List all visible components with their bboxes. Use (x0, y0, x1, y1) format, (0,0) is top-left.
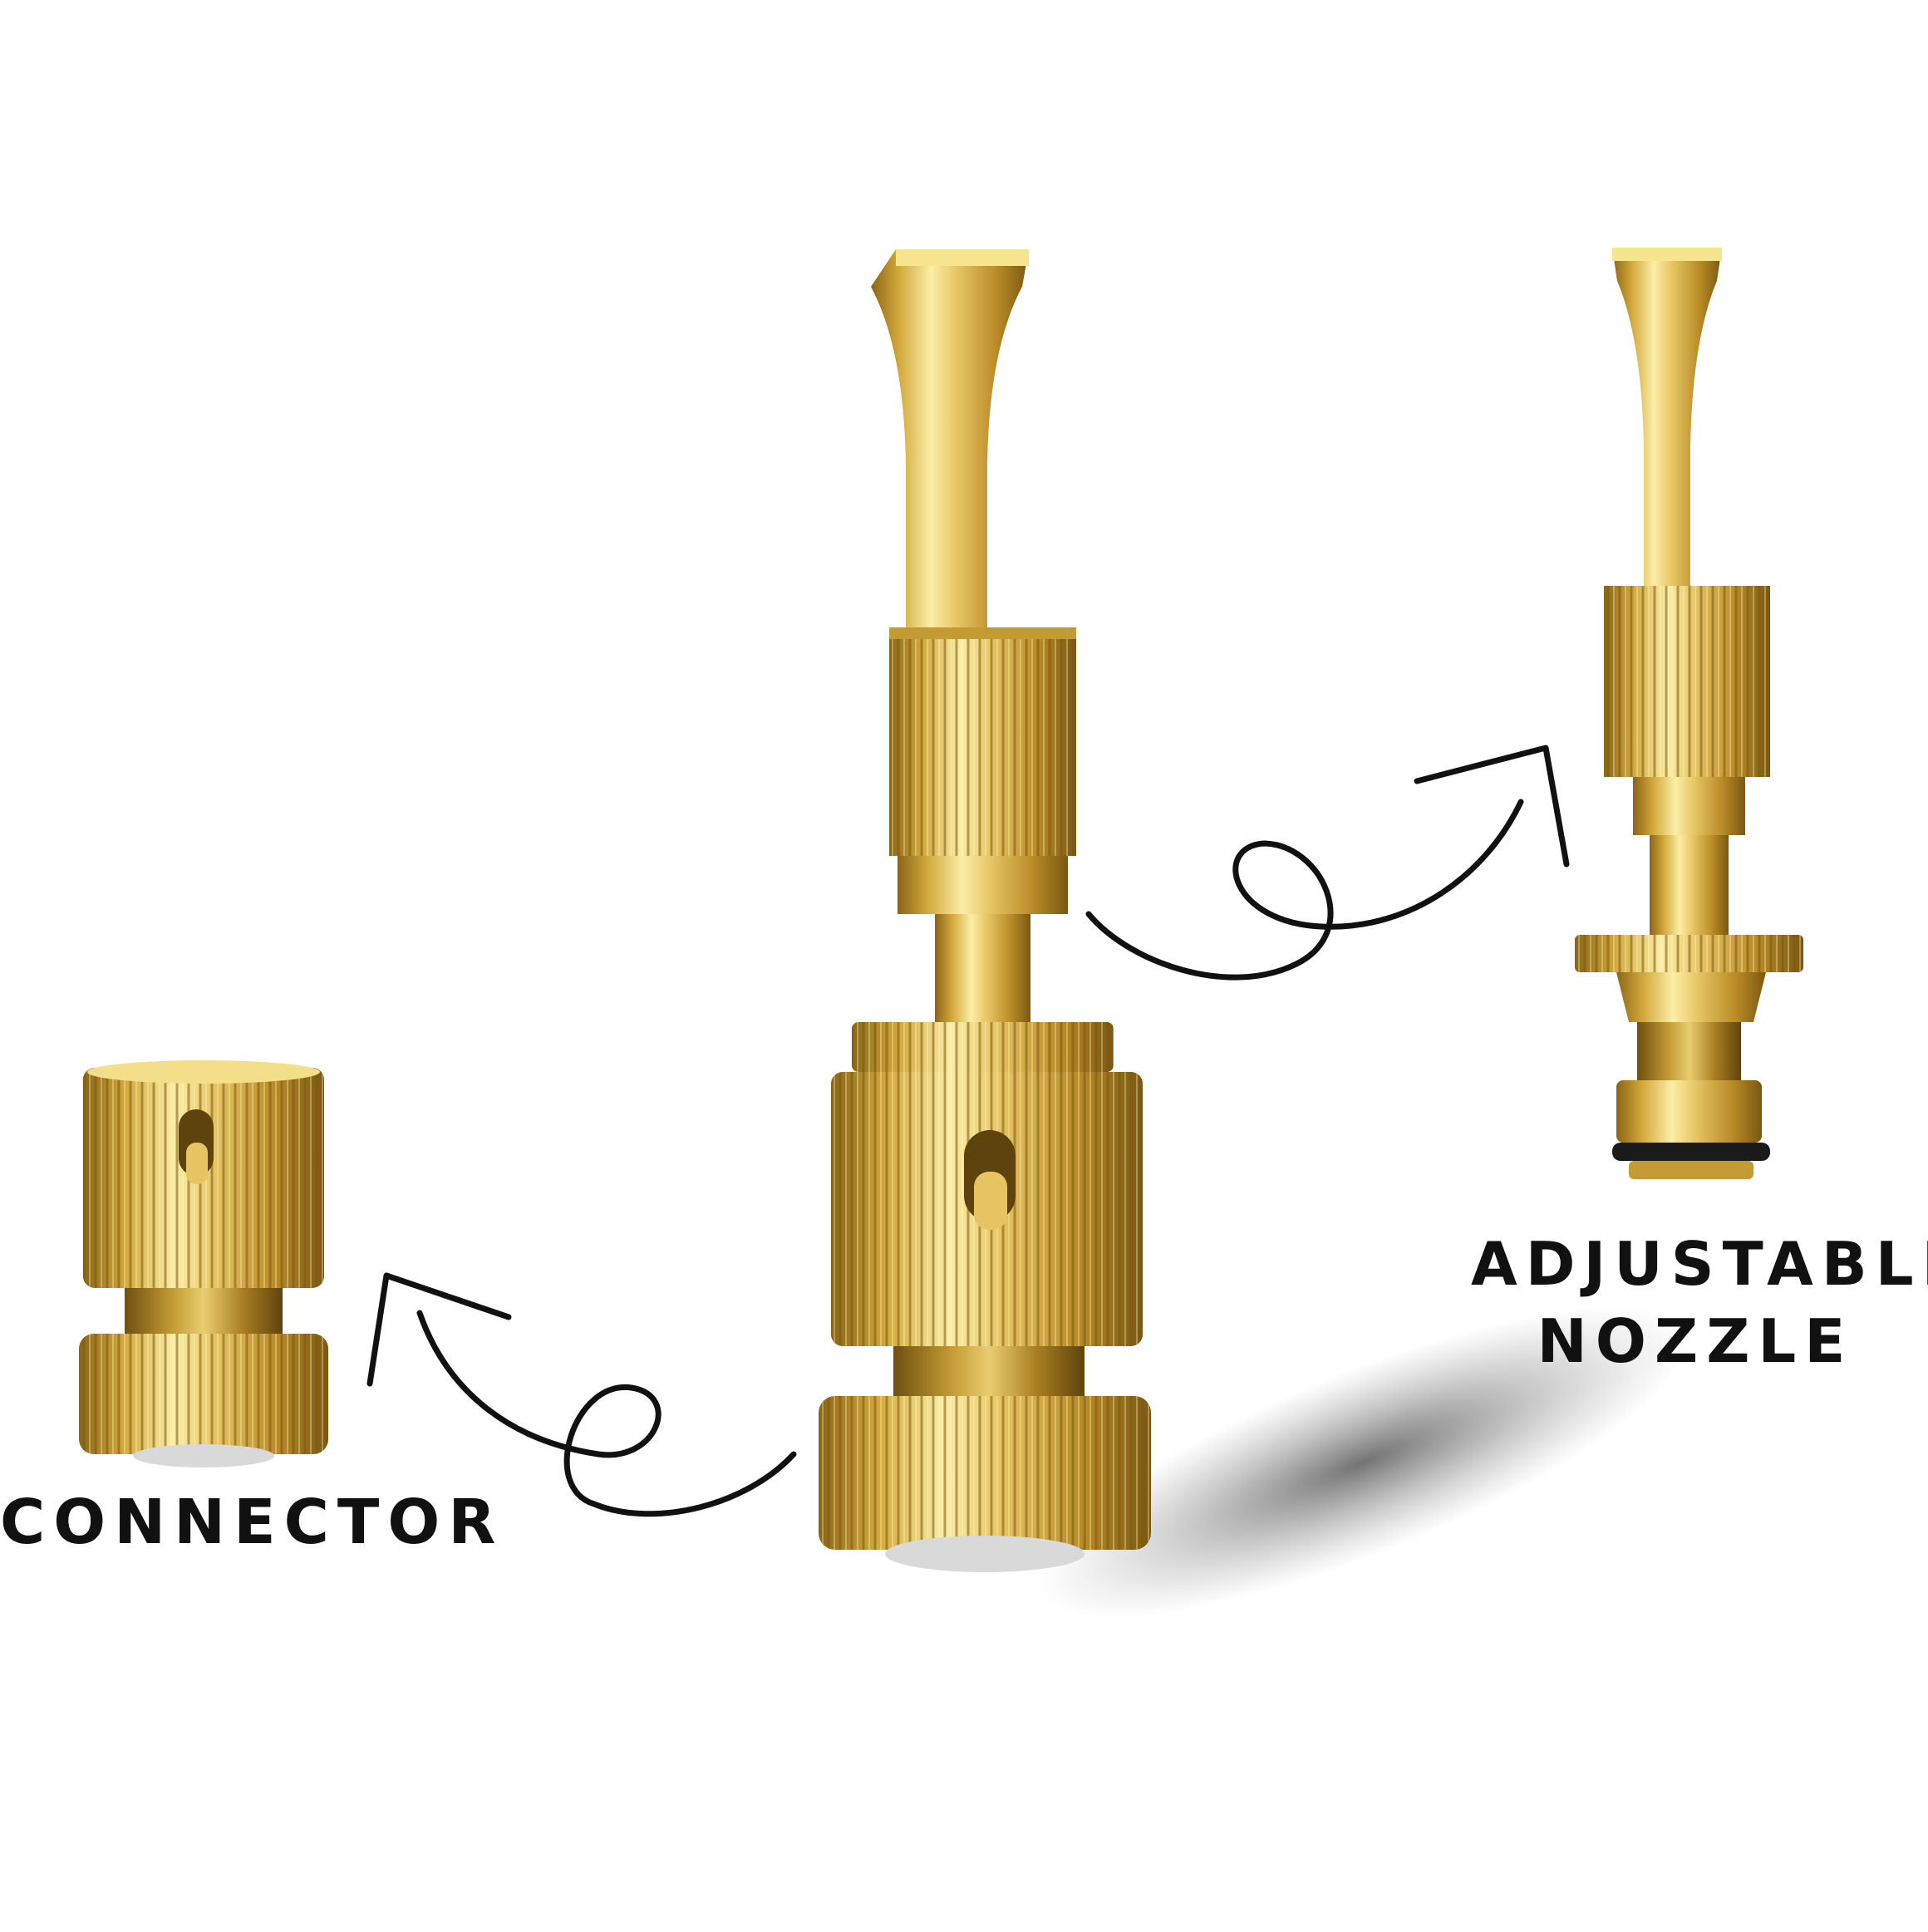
adjustable-nozzle-part (1575, 248, 1803, 1179)
arrow-to-adjustable-nozzle (1085, 745, 1570, 981)
adjustable-label: ADJUSTABLE (1471, 1229, 1928, 1299)
arrow-to-connector (366, 1272, 797, 1517)
drop-shadow (1037, 1306, 1689, 1619)
connector-label: CONNECTOR (0, 1487, 504, 1558)
nozzle-label: NOZZLE (1537, 1306, 1854, 1376)
connector-part (79, 1060, 328, 1467)
assembled-nozzle (819, 249, 1151, 1572)
